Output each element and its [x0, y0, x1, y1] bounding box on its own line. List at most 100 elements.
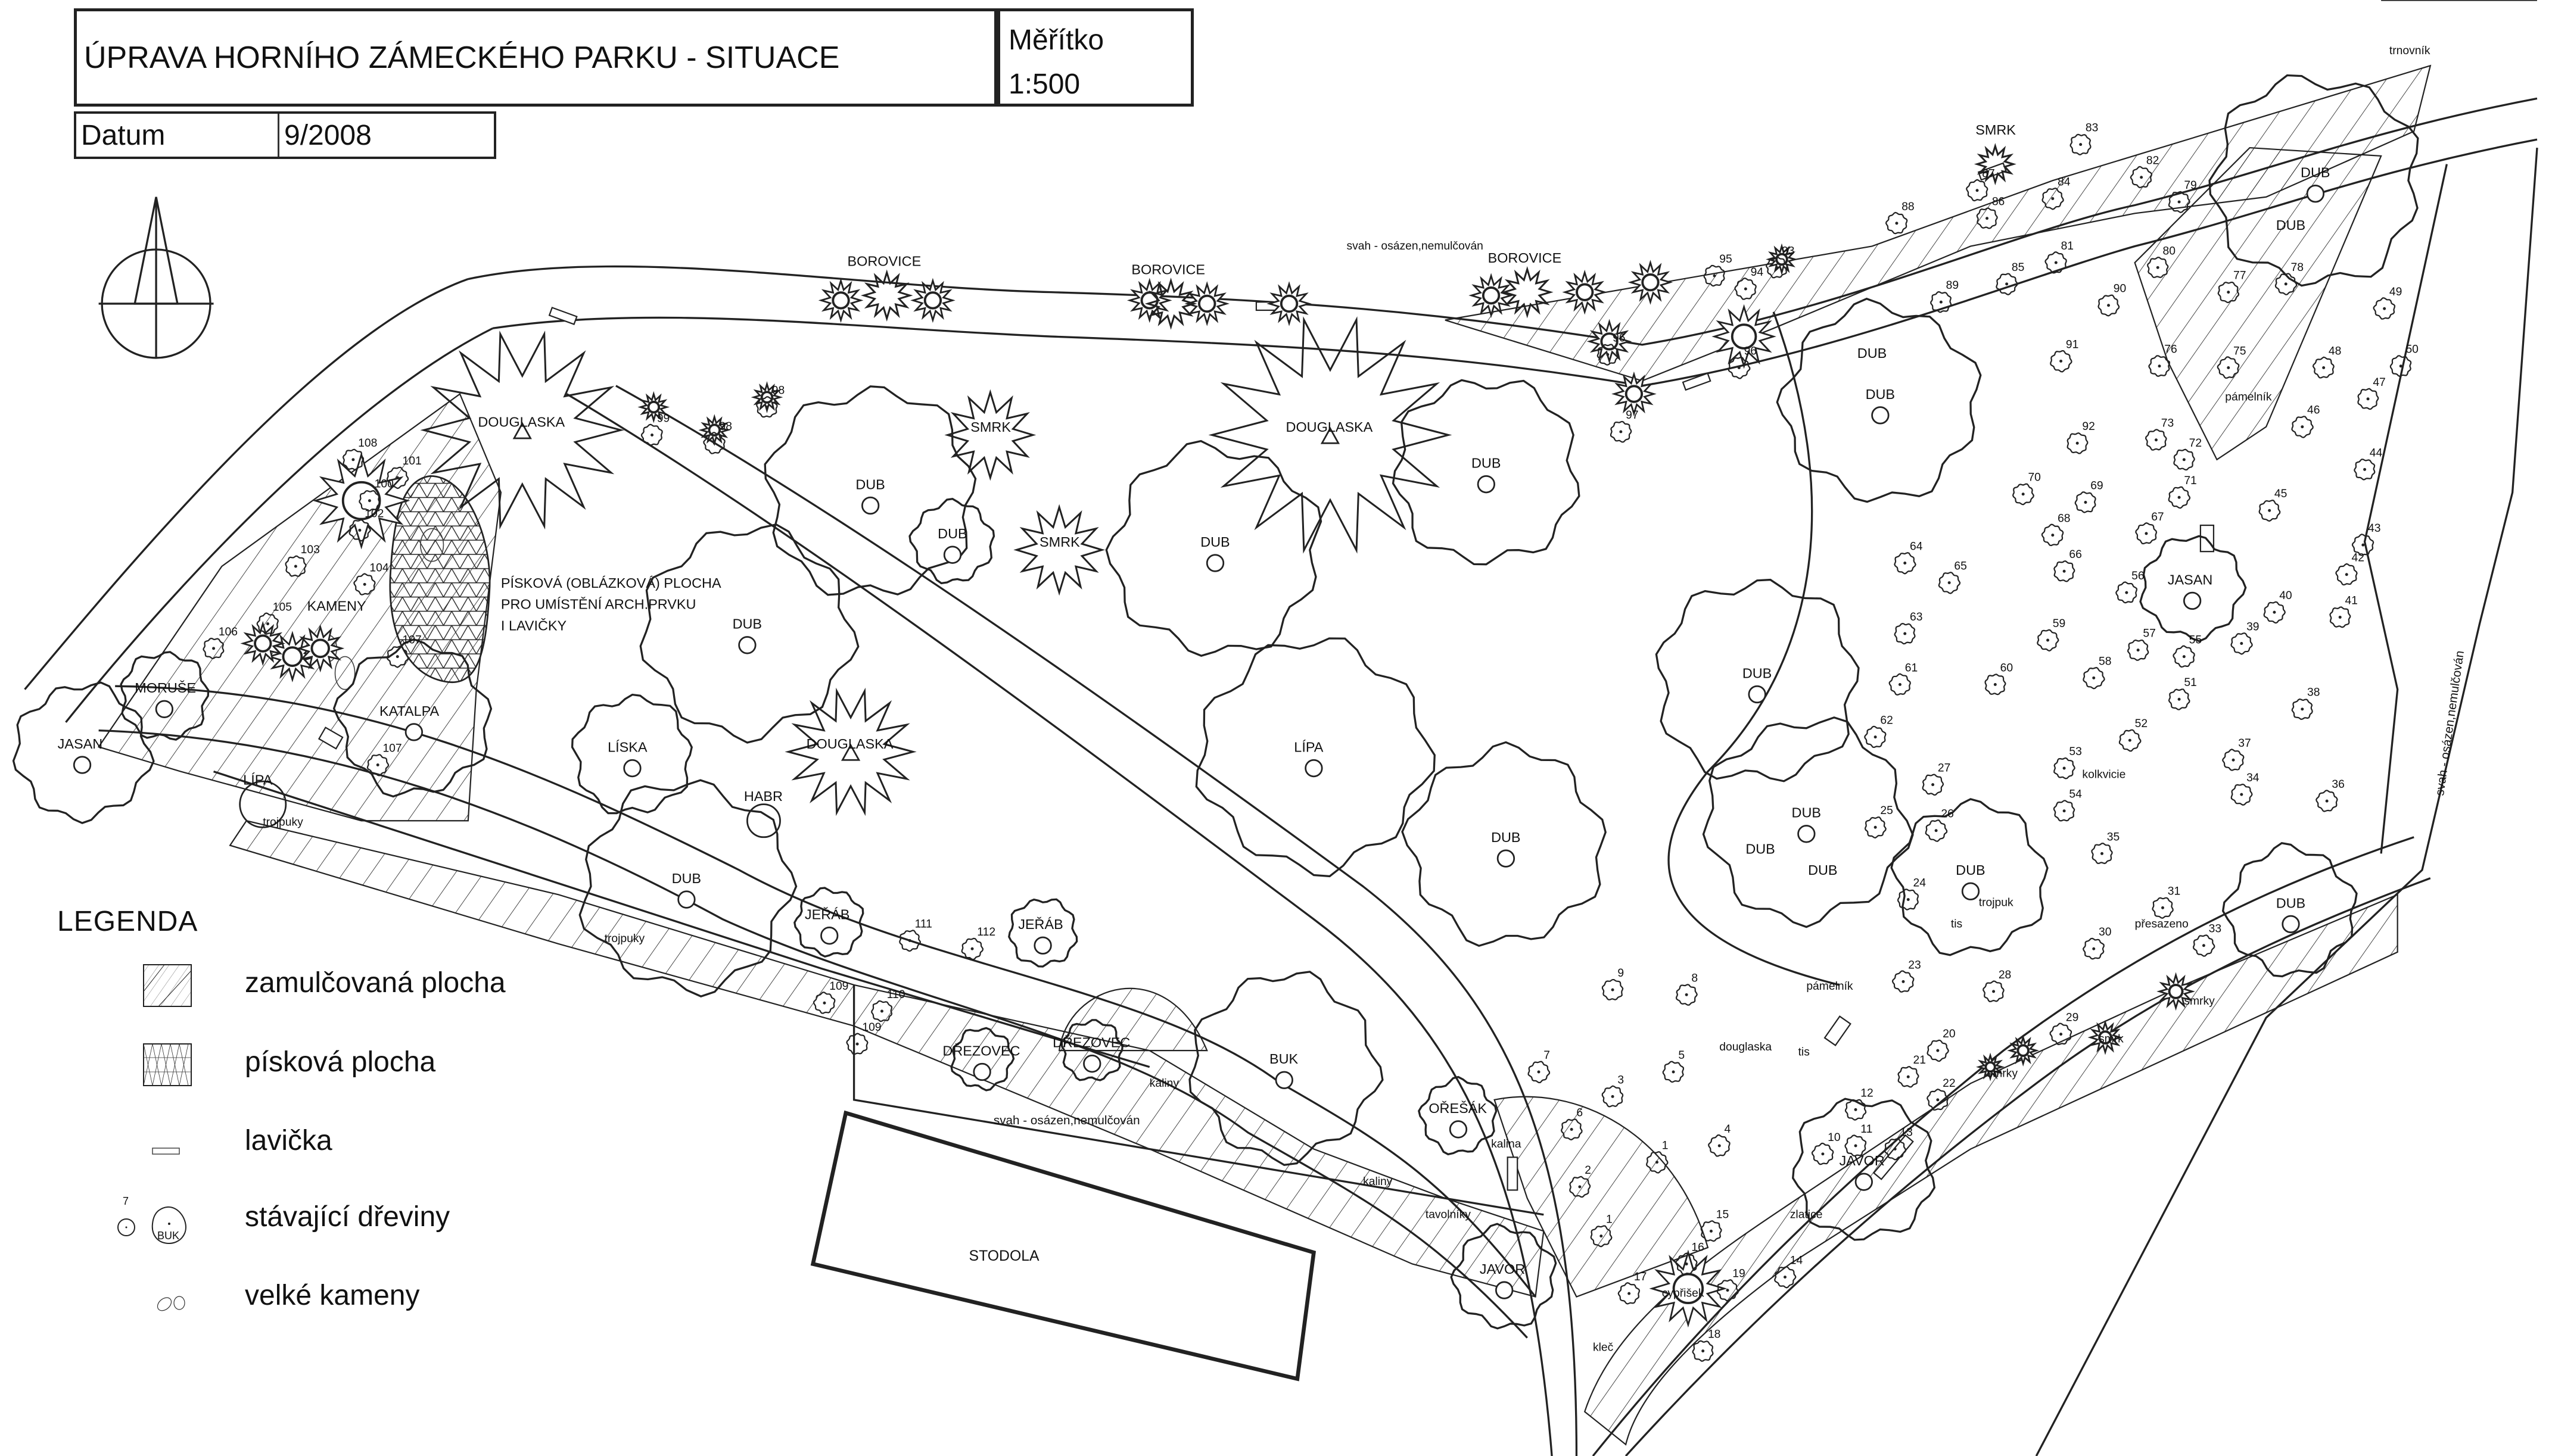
- small-tree-icon: [640, 423, 663, 446]
- tree-center-icon: [1906, 1075, 1910, 1078]
- small-tree-icon: [2357, 388, 2379, 410]
- small-tree-icon: [1996, 273, 2018, 295]
- tree-number: 92: [2082, 420, 2094, 433]
- small-tree-icon: [1938, 572, 1961, 594]
- tree-label: DUB: [1866, 386, 1895, 402]
- small-tree-icon: [348, 519, 372, 542]
- small-tree-icon: [342, 448, 365, 471]
- tree-number: 30: [2099, 926, 2111, 939]
- tree-trunk-icon: [820, 927, 839, 945]
- conifer-icon: [1976, 1052, 2005, 1081]
- tree-trunk-icon: [2306, 185, 2325, 203]
- tree-jasan: JASAN: [12, 681, 155, 824]
- tree-douglaska: DOUGLASKA: [420, 331, 625, 530]
- shrub-label: zlatice: [1790, 1208, 1823, 1221]
- legend-label: stávající dřeviny: [245, 1201, 450, 1233]
- tree-label: LÍSKA: [608, 739, 648, 754]
- small-tree-icon: [2217, 356, 2240, 379]
- title-block-title: ÚPRAVA HORNÍHO ZÁMECKÉHO PARKU - SITUACE: [74, 8, 997, 107]
- tree-trunk-icon: [1034, 936, 1052, 955]
- tree-number: 7: [1543, 1049, 1550, 1062]
- conifer-trunk-icon: [341, 481, 381, 520]
- tree-center-icon: [266, 622, 270, 625]
- tree-number: 20: [1943, 1028, 1955, 1040]
- tree-center-icon: [1936, 1098, 1940, 1102]
- tree-label: JASAN: [58, 736, 103, 752]
- tree-number: 11: [1860, 1123, 1872, 1136]
- tree-center-icon: [908, 939, 911, 942]
- tree-trunk-icon: [404, 723, 424, 741]
- tree-number: 9: [1617, 967, 1624, 980]
- tree-center-icon: [2059, 359, 2063, 363]
- small-tree-icon: [2130, 166, 2153, 189]
- small-tree-icon: [1703, 264, 1725, 287]
- deciduous-tree-crown-icon: [2208, 74, 2419, 287]
- barn-label: STODOLA: [969, 1248, 1040, 1264]
- tree-number: 41: [2345, 594, 2357, 607]
- tree-trunk-icon: [2282, 915, 2300, 934]
- tree-number: 40: [2279, 590, 2292, 602]
- conifer-marker-icon: [512, 422, 532, 439]
- deciduous-tree-crown-icon: [2221, 841, 2358, 978]
- tree-label: DŘEZOVEC: [942, 1043, 1020, 1058]
- conifer-trunk-icon: [923, 291, 942, 310]
- small-tree-icon: [1675, 984, 1698, 1006]
- tree-trunk-icon: [1275, 1071, 1293, 1089]
- tree-center-icon: [855, 1042, 859, 1046]
- conifer-trunk-icon: [1775, 252, 1788, 266]
- tree-label: DUB: [1857, 345, 1887, 361]
- tree-ořešák: OŘEŠÁK: [1418, 1075, 1498, 1156]
- tree-center-icon: [1599, 1234, 1603, 1238]
- tree-number: 50: [2405, 344, 2418, 356]
- tree-center-icon: [2051, 197, 2055, 201]
- tree-center-icon: [2338, 615, 2342, 619]
- small-tree-icon: [2037, 629, 2059, 652]
- tree-number: 53: [2069, 746, 2081, 758]
- legend-sample-number: 7: [123, 1195, 129, 1207]
- tree-center-icon: [2182, 655, 2186, 659]
- legend-item-bench: lavička: [57, 1114, 593, 1173]
- tree-center-icon: [358, 528, 362, 532]
- conifer-icon: [240, 621, 286, 666]
- tree-center-icon: [1903, 561, 1907, 565]
- small-tree-icon: [2041, 188, 2064, 210]
- tree-center-icon: [2383, 307, 2386, 310]
- tree-number: 47: [2373, 376, 2385, 389]
- tree-number: 39: [2246, 621, 2259, 633]
- tree-dub: DUB: [639, 523, 860, 744]
- small-tree-icon: [2050, 350, 2072, 373]
- small-tree-icon: [2148, 355, 2170, 377]
- tree-number: 90: [2114, 283, 2126, 295]
- tree-buk: BUK: [1188, 971, 1384, 1166]
- tree-center-icon: [1717, 1144, 1721, 1148]
- conifer-icon: [1611, 371, 1657, 417]
- tree-number: 22: [1943, 1077, 1955, 1090]
- deciduous-tree-crown-icon: [908, 497, 995, 585]
- tree-number: 98: [772, 385, 785, 397]
- tree-dub: DUB: [1857, 345, 1887, 361]
- legend-item-stones: velké kameny: [57, 1268, 593, 1328]
- tree-trunk-icon: [1206, 554, 1225, 572]
- tree-dub: DUB: [1655, 578, 1860, 782]
- shrub-label: tavolníky: [1426, 1208, 1471, 1221]
- shrub-label: přesazeno: [2135, 918, 2189, 930]
- deciduous-tree-crown-icon: [1105, 439, 1322, 657]
- small-tree-icon: [2274, 273, 2298, 295]
- conifer-icon: [2156, 972, 2195, 1011]
- shrub-label: cypřišek: [1662, 1287, 1704, 1300]
- tree-center-icon: [1821, 1152, 1825, 1156]
- tree-center-icon: [1993, 682, 1997, 686]
- tree-center-icon: [1895, 222, 1899, 225]
- tree-trunk-icon: [1797, 825, 1816, 843]
- conifer-crown-icon: [860, 269, 913, 322]
- tree-center-icon: [1939, 300, 1943, 304]
- tree-number: 67: [2151, 511, 2164, 523]
- tree-center-icon: [1713, 274, 1716, 278]
- tree-dub: DUB: [1890, 798, 2049, 956]
- tree-number: 76: [2164, 344, 2177, 356]
- drawing-title: ÚPRAVA HORNÍHO ZÁMECKÉHO PARKU - SITUACE: [84, 40, 840, 75]
- small-tree-icon: [1601, 1085, 1624, 1108]
- tree-center-icon: [712, 441, 716, 445]
- conifer-crown-icon: [1501, 266, 1554, 319]
- tree-dub: DUB: [908, 497, 995, 585]
